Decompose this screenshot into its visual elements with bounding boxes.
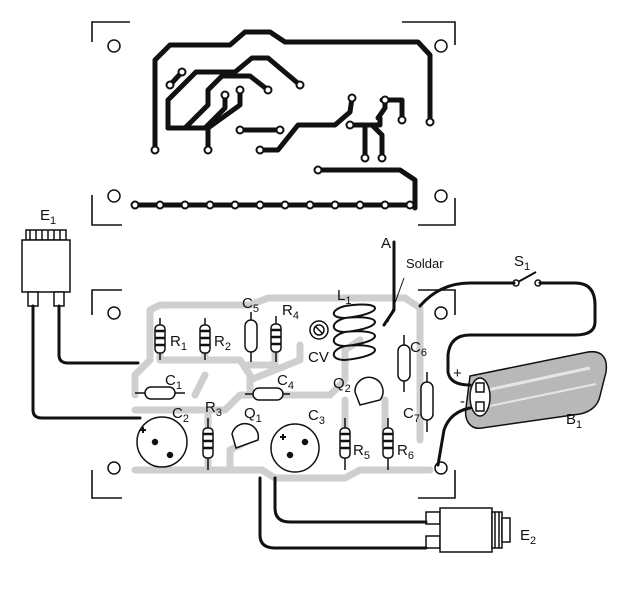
label-battery-minus: - <box>460 393 465 410</box>
label-r6: R6 <box>397 442 414 462</box>
label-c2: C2 <box>172 405 189 425</box>
resistor-r2 <box>199 318 211 360</box>
capacitor-c1 <box>135 386 185 400</box>
label-c5: C5 <box>242 295 259 315</box>
electrolytic-capacitor-c3 <box>270 423 320 473</box>
label-cv: CV <box>308 349 329 366</box>
label-s1: S1 <box>514 253 530 273</box>
label-soldar: Soldar <box>406 256 444 271</box>
resistor-r5 <box>339 418 351 470</box>
pcb-top-pads <box>130 67 435 210</box>
resistor-r4 <box>270 316 282 362</box>
battery-b1 <box>464 350 608 429</box>
capacitor-c4 <box>245 387 290 401</box>
pcb-copper-side <box>91 21 456 226</box>
pcb-bottom-frame <box>91 289 456 499</box>
components <box>135 303 434 473</box>
jack-e2 <box>425 507 511 553</box>
label-c7: C7 <box>403 405 420 425</box>
label-r5: R5 <box>353 442 370 462</box>
label-a: A <box>381 235 391 252</box>
resistor-r3 <box>202 418 214 470</box>
wires <box>31 240 597 550</box>
label-battery-plus: + <box>453 365 462 382</box>
switch-s1 <box>512 271 542 287</box>
soldar-leader-line <box>387 277 405 323</box>
label-c4: C4 <box>277 372 294 392</box>
label-c6: C6 <box>410 339 427 359</box>
pcb-top-frame <box>91 21 456 226</box>
pcb-top-traces <box>132 29 433 211</box>
label-q2: Q2 <box>333 375 351 395</box>
capacitor-c6 <box>397 335 411 392</box>
pcb-top-mounting-holes <box>107 39 448 203</box>
label-r3: R3 <box>205 399 222 419</box>
capacitor-c5 <box>244 312 258 362</box>
transistor-q2 <box>354 376 384 406</box>
coil-l1 <box>332 303 376 361</box>
label-r1: R1 <box>170 333 187 353</box>
label-c1: C1 <box>165 372 182 392</box>
label-b1: B1 <box>566 411 582 431</box>
resistor-r6 <box>382 418 394 470</box>
jack-e1 <box>21 229 71 307</box>
label-r2: R2 <box>214 333 231 353</box>
label-e2: E2 <box>520 527 536 547</box>
label-q1: Q1 <box>244 405 262 425</box>
label-r4: R4 <box>282 302 299 322</box>
trimmer-capacitor-cv <box>309 320 329 340</box>
electrolytic-capacitor-c2 <box>136 416 188 468</box>
capacitor-c7 <box>420 372 434 432</box>
label-l1: L1 <box>337 287 351 307</box>
labels: E1 A Soldar S1 L1 C5 R4 R1 R2 CV C6 C1 C… <box>40 207 582 547</box>
transistor-q1 <box>231 422 260 449</box>
label-e1: E1 <box>40 207 56 227</box>
resistor-r1 <box>154 318 166 360</box>
label-c3: C3 <box>308 407 325 427</box>
